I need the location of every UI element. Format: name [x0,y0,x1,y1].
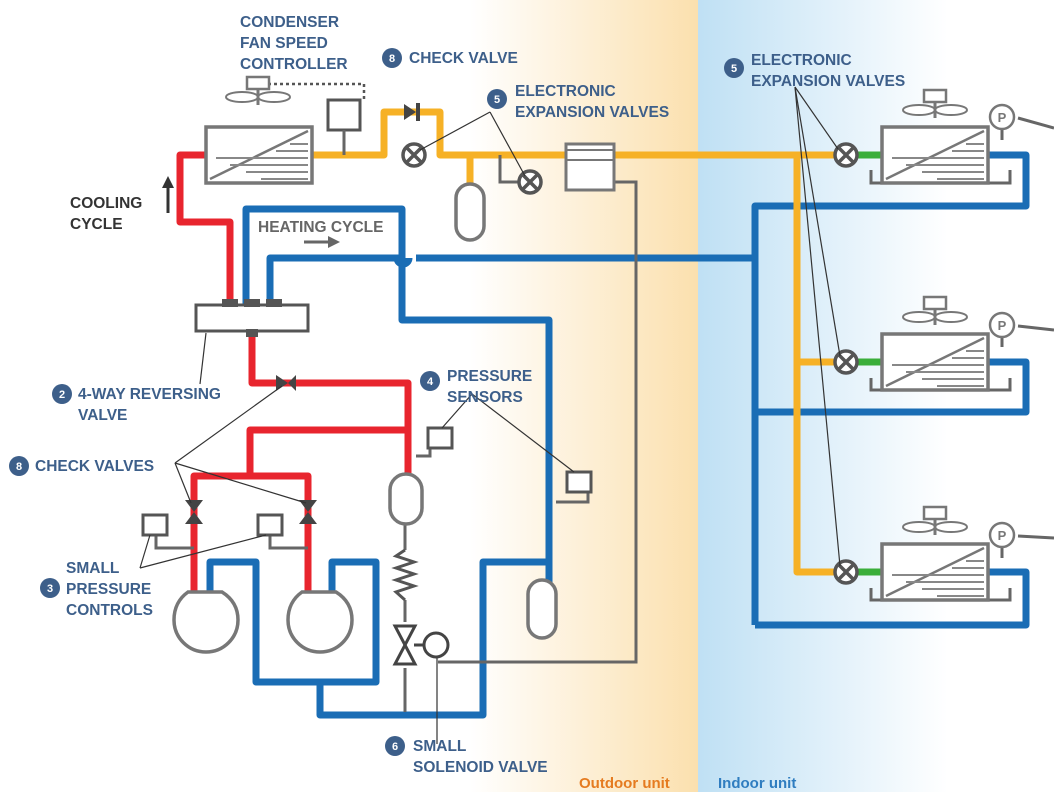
leader-lines [139,86,841,744]
pressure-controls-label-line1: SMALL [66,560,119,577]
pressure-controls-label-line3: CONTROLS [66,602,153,619]
heating-cycle-label: HEATING CYCLE [258,219,383,236]
badge-pressure-sensors: 4 [420,371,440,391]
svg-text:2: 2 [59,389,65,401]
svg-text:8: 8 [16,461,22,473]
outdoor-heat-exchanger [204,125,314,185]
eev-outdoor-label-line2: EXPANSION VALVES [515,104,669,121]
outdoor-expansion-valve-icon-a [401,142,427,168]
pressure-sensor-box-2 [565,470,593,494]
badge-reversing-valve: 2 [52,384,72,404]
fan-speed-controller-box [326,98,362,132]
check-valve-icon [404,103,420,121]
indoor-zone-background [698,0,948,792]
svg-text:3: 3 [47,583,53,595]
pressure-gauge-icon [988,521,1016,549]
badge-small-pressure-controls: 3 [40,578,60,598]
eev-indoor-label-line2: EXPANSION VALVES [751,73,905,90]
solenoid-valve-label-line2: SOLENOID VALVE [413,759,548,776]
heating-cycle-arrow [304,236,340,248]
svg-text:5: 5 [494,94,500,106]
cooling-cycle-label-line1: COOLING [70,195,142,212]
subcooler [564,142,616,192]
badge-check-valve: 8 [382,48,402,68]
solenoid-valve-label-line1: SMALL [413,738,466,755]
reversing-valve-body [194,303,310,333]
compressor-check-valve-icons [185,500,317,524]
badge-eev-indoor: 5 [724,58,744,78]
compressor-right [286,590,354,654]
indoor-unit-2: P [833,295,1016,392]
pressure-sensors-label-line1: PRESSURE [447,368,532,385]
cooling-cycle-label-line2: CYCLE [70,216,123,233]
outdoor-expansion-valve-icon-b [517,169,543,195]
suction-accumulator [526,578,558,640]
svg-text:P: P [998,528,1007,543]
outdoor-unit-label: Outdoor unit [579,775,670,792]
oil-separator [388,472,424,526]
eev-outdoor-label-line1: ELECTRONIC [515,83,616,100]
indoor-unit-1: P [833,88,1016,185]
svg-text:P: P [998,110,1007,125]
indoor-feed-piping [855,151,882,576]
outdoor-fan-icon [224,75,292,107]
eev-indoor-label-line1: ELECTRONIC [751,52,852,69]
indoor-unit-label: Indoor unit [718,775,796,792]
pressure-gauge-icon [988,311,1016,339]
pressure-sensor-box-1 [426,426,454,450]
liquid-receiver [454,182,486,242]
indoor-expansion-valve-icon [833,559,859,585]
check-valve-label: CHECK VALVE [409,50,518,67]
condenser-fan-label-line2: FAN SPEED [240,35,328,52]
cooling-cycle-arrow [162,176,174,213]
pressure-controls-label-line2: PRESSURE [66,581,151,598]
pressure-control-box-1 [141,513,169,537]
liquid-piping [310,108,840,576]
condenser-fan-label-line3: CONTROLLER [240,56,348,73]
reversing-valve-label-line1: 4-WAY REVERSING [78,386,221,403]
svg-text:5: 5 [731,63,737,75]
indoor-unit-3: P [833,505,1016,602]
pressure-gauge-icon [988,103,1016,131]
condenser-fan-label-line1: CONDENSER [240,14,339,31]
svg-text:8: 8 [389,53,395,65]
indoor-expansion-valve-icon [833,142,859,168]
badge-eev-outdoor: 5 [487,89,507,109]
svg-text:6: 6 [392,741,398,753]
check-valves-label: CHECK VALVES [35,458,154,475]
reversing-valve-label-line2: VALVE [78,407,127,424]
capillary-coil [391,548,419,602]
badge-check-valves: 8 [9,456,29,476]
svg-text:4: 4 [427,376,434,388]
solenoid-valve-icon [392,624,450,666]
svg-text:P: P [998,318,1007,333]
low-pressure-piping [206,151,1030,719]
indoor-expansion-valve-icon [833,349,859,375]
pressure-control-box-2 [256,513,284,537]
discharge-check-valve-icon [276,375,296,391]
pressure-sensors-label-line2: SENSORS [447,389,523,406]
compressor-left [172,590,240,654]
outdoor-zone-background [470,0,698,792]
badge-small-solenoid-valve: 6 [385,736,405,756]
